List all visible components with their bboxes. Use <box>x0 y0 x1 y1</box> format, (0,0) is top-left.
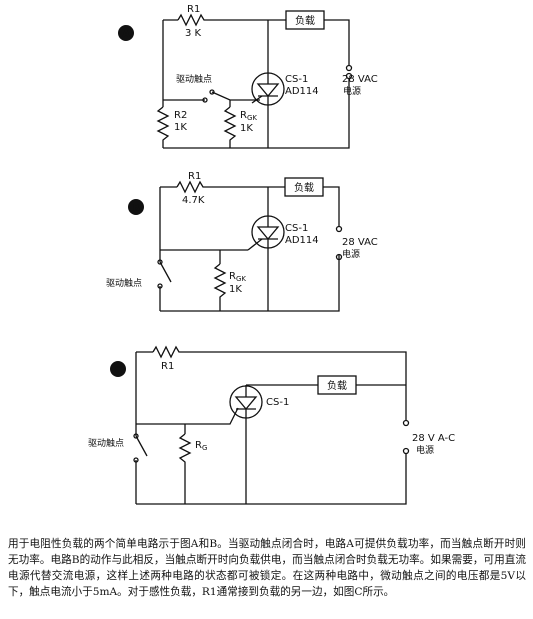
circuit-b-r1-name: R1 <box>188 171 201 182</box>
circuit-b-switch-contact <box>157 259 163 265</box>
circuit-a-badge-letter: A <box>122 29 130 40</box>
circuit-a-load-box <box>285 10 325 30</box>
circuit-c-switch-label: 驱动触点 <box>88 437 124 449</box>
circuit-c-r1-resistor <box>152 345 181 359</box>
circuit-a-badge: A <box>118 25 134 41</box>
circuit-a-scr-name: CS-1 <box>285 74 308 85</box>
circuit-c-scr-name: CS-1 <box>266 397 289 408</box>
circuit-diagrams: A 负载 R1 3 K 驱动触点 CS-1 AD114 <box>88 4 455 505</box>
circuit-b-rgk-resistor <box>213 263 227 300</box>
circuit-b-badge: B <box>128 199 144 215</box>
circuit-a-wires <box>162 19 350 149</box>
circuit-c-switch-arm <box>135 435 148 457</box>
circuit-c-supply-terminal <box>402 447 410 455</box>
circuit-c-supply-terminal <box>402 419 410 427</box>
circuit-a-rgk-resistor <box>223 106 237 143</box>
circuit-c-supply-voltage: 28 V A-C <box>412 433 455 444</box>
circuit-c-switch-contact <box>133 433 139 439</box>
circuit-b-load-label: 负载 <box>294 181 314 194</box>
circuit-c: C 负载 R1 CS-1 28 V A-C 电源 RG 驱动触点 <box>88 345 455 505</box>
circuit-a-r2-name: R2 <box>174 110 187 121</box>
circuit-b-rgk-name: RGK <box>229 271 246 283</box>
circuit-b-switch-contact <box>157 283 163 289</box>
circuit-a-r1-resistor <box>177 13 206 27</box>
description-paragraph: 用于电阻性负载的两个简单电路示于图A和B。当驱动触点闭合时，电路A可提供负载功率… <box>8 538 526 598</box>
circuit-b-supply-terminal <box>335 225 343 233</box>
circuit-b-scr-symbol <box>247 215 285 251</box>
circuit-c-load-box <box>317 375 357 395</box>
circuit-a-load-label: 负载 <box>295 14 315 27</box>
circuit-b-scr-part: AD114 <box>285 235 319 246</box>
circuit-b-supply-voltage: 28 VAC <box>342 237 378 248</box>
circuit-c-switch-contact <box>133 457 139 463</box>
circuit-a-rgk-name: RGK <box>240 110 257 122</box>
circuit-a-r1-value: 3 K <box>185 28 202 39</box>
circuit-a-switch-label: 驱动触点 <box>176 73 212 85</box>
circuit-a-scr-symbol <box>251 66 285 112</box>
circuit-b-switch-label: 驱动触点 <box>106 277 142 289</box>
circuit-c-badge-letter: C <box>114 365 121 376</box>
circuit-b-wires <box>159 186 340 312</box>
circuit-a-scr-part: AD114 <box>285 86 319 97</box>
circuit-a-r2-resistor <box>156 106 170 143</box>
circuit-a-r1-name: R1 <box>187 4 200 15</box>
circuit-b-r1-resistor <box>176 180 205 194</box>
circuit-b-rgk-value: 1K <box>229 284 242 295</box>
circuit-c-rg-resistor <box>178 433 192 464</box>
circuit-a-switch-contact <box>209 89 215 95</box>
circuit-a-supply-label: 电源 <box>343 85 361 97</box>
circuit-c-supply-label: 电源 <box>416 444 434 456</box>
circuit-a-supply-terminal <box>345 72 353 80</box>
circuit-a-switch-contact <box>202 97 208 103</box>
circuit-c-r1-name: R1 <box>161 361 174 372</box>
circuit-c-load-label: 负载 <box>327 379 347 392</box>
circuit-c-rg-name: RG <box>195 440 207 452</box>
circuit-a-r2-value: 1K <box>174 122 187 133</box>
circuit-a: A 负载 R1 3 K 驱动触点 CS-1 AD114 <box>118 4 378 149</box>
circuit-c-wires <box>135 351 407 505</box>
circuit-b-load-box <box>284 177 324 197</box>
circuit-b-supply-label: 电源 <box>342 248 360 260</box>
circuit-a-supply-terminal <box>345 64 353 72</box>
circuit-b-supply-terminal <box>335 253 343 261</box>
circuit-c-badge: C <box>110 361 126 377</box>
circuit-a-rgk-value: 1K <box>240 123 253 134</box>
circuit-a-supply-voltage: 28 VAC <box>342 74 378 85</box>
circuit-b-r1-value: 4.7K <box>182 195 205 206</box>
circuit-c-scr-symbol <box>229 385 263 419</box>
circuit-b: B 负载 R1 4.7K CS-1 AD114 28 VAC 电源 RGK 1K… <box>106 171 378 312</box>
circuit-b-badge-letter: B <box>132 203 140 214</box>
circuit-b-switch-arm <box>159 261 172 283</box>
circuit-b-scr-name: CS-1 <box>285 223 308 234</box>
